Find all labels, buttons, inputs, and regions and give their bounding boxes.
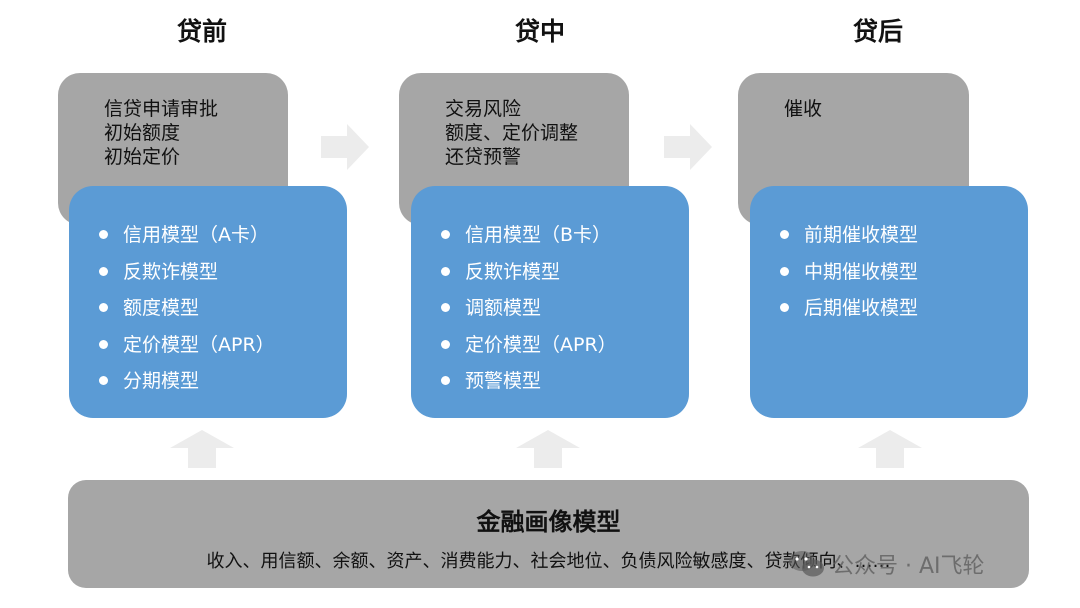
model-list-item: 中期催收模型: [780, 259, 1028, 296]
arrow-up-icon: [170, 430, 234, 468]
arrow-up-icon: [516, 430, 580, 468]
watermark: 公众号 · AI飞轮: [788, 548, 985, 580]
model-list-item: 后期催收模型: [780, 295, 1028, 332]
watermark-text: 公众号 · AI飞轮: [832, 554, 985, 579]
activity-text: 交易风险: [445, 98, 522, 120]
activity-text: 信贷申请审批: [104, 98, 219, 120]
arrow-right-icon: [321, 124, 369, 170]
model-list-item: 反欺诈模型: [99, 259, 347, 296]
activity-text: 催收: [784, 98, 823, 120]
activity-text: 初始定价: [104, 146, 181, 168]
stage-title-pre-loan: 贷前: [176, 17, 227, 46]
model-list: 信用模型（A卡） 反欺诈模型 额度模型 定价模型（APR） 分期模型: [99, 222, 347, 405]
wechat-icon: [789, 551, 824, 577]
stage-title-post-loan: 贷后: [852, 17, 903, 46]
activity-text: 初始额度: [104, 122, 181, 144]
model-list: 前期催收模型 中期催收模型 后期催收模型: [780, 222, 1028, 332]
post-loan-models-box: 前期催收模型 中期催收模型 后期催收模型: [750, 186, 1028, 418]
model-list-item: 调额模型: [441, 295, 689, 332]
in-loan-models-box: 信用模型（B卡） 反欺诈模型 调额模型 定价模型（APR） 预警模型: [411, 186, 689, 418]
model-list-item: 分期模型: [99, 368, 347, 405]
arrow-right-icon: [664, 124, 712, 170]
pre-loan-models-box: 信用模型（A卡） 反欺诈模型 额度模型 定价模型（APR） 分期模型: [69, 186, 347, 418]
model-list-item: 额度模型: [99, 295, 347, 332]
foundation-features: 收入、用信额、余额、资产、消费能力、社会地位、负债风险敏感度、贷款倾向、……: [206, 551, 891, 572]
arrow-up-icon: [858, 430, 922, 468]
model-list-item: 前期催收模型: [780, 222, 1028, 259]
activity-text: 额度、定价调整: [445, 122, 579, 144]
model-list-item: 预警模型: [441, 368, 689, 405]
model-list-item: 定价模型（APR）: [99, 332, 347, 369]
financial-profile-model-box: 金融画像模型 收入、用信额、余额、资产、消费能力、社会地位、负债风险敏感度、贷款…: [68, 480, 1029, 588]
activity-text: 还贷预警: [445, 146, 522, 168]
foundation-title: 金融画像模型: [476, 508, 621, 536]
model-list-item: 反欺诈模型: [441, 259, 689, 296]
model-list-item: 定价模型（APR）: [441, 332, 689, 369]
stage-title-in-loan: 贷中: [514, 17, 565, 46]
model-list-item: 信用模型（A卡）: [99, 222, 347, 259]
model-list-item: 信用模型（B卡）: [441, 222, 689, 259]
model-list: 信用模型（B卡） 反欺诈模型 调额模型 定价模型（APR） 预警模型: [441, 222, 689, 405]
